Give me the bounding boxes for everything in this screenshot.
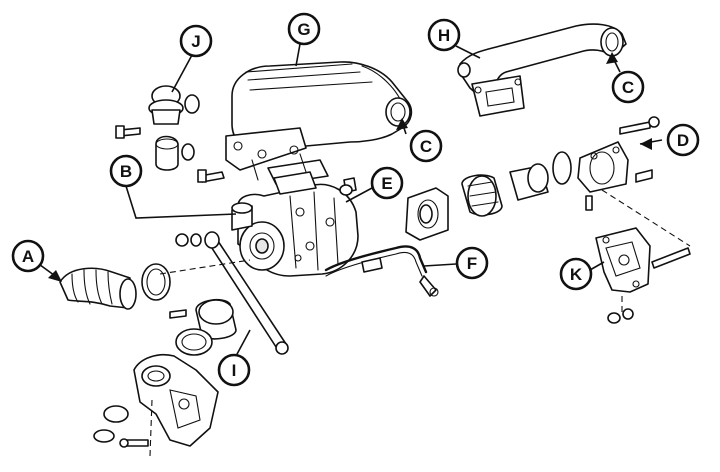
leader-lines xyxy=(35,43,691,457)
svg-text:C: C xyxy=(420,137,432,156)
callout-b: B xyxy=(109,154,143,188)
part-h-crossover-pipe xyxy=(457,23,627,117)
part-g-intercooler xyxy=(225,61,413,185)
part-e-turbocharger xyxy=(231,171,359,277)
part-lower-elbow xyxy=(93,354,219,448)
svg-text:H: H xyxy=(438,26,450,45)
callout-e: E xyxy=(370,166,404,200)
svg-text:D: D xyxy=(677,131,689,150)
leader-b xyxy=(125,185,237,219)
svg-text:K: K xyxy=(570,265,583,284)
callout-c: C xyxy=(409,129,443,163)
svg-text:J: J xyxy=(191,32,200,51)
part-a-hose xyxy=(59,267,137,310)
part-k-bracket xyxy=(595,227,691,324)
callout-j: J xyxy=(179,24,213,58)
svg-text:E: E xyxy=(381,174,392,193)
leader-k xyxy=(589,261,605,271)
callout-k: K xyxy=(559,257,593,291)
svg-text:I: I xyxy=(232,361,237,380)
svg-text:G: G xyxy=(297,20,310,39)
svg-text:A: A xyxy=(22,247,34,266)
callout-g: G xyxy=(287,12,321,46)
leader-f xyxy=(423,263,457,267)
svg-text:C: C xyxy=(622,78,634,97)
callout-h: H xyxy=(427,18,461,52)
callout-d: D xyxy=(666,123,700,157)
part-i-support-rod xyxy=(175,231,289,355)
svg-text:B: B xyxy=(120,162,132,181)
leader-e xyxy=(345,187,373,203)
callout-i: I xyxy=(217,353,251,387)
leader-i xyxy=(235,329,251,357)
leader-g xyxy=(295,43,301,67)
part-f-oil-line xyxy=(324,245,439,297)
callout-f: F xyxy=(455,246,489,280)
part-left-clamps xyxy=(141,263,237,356)
part-center-hose-rings xyxy=(339,116,660,241)
leader-j xyxy=(171,54,193,93)
callout-a: A xyxy=(11,239,45,273)
callout-c: C xyxy=(611,70,645,104)
leader-h xyxy=(455,45,481,59)
svg-text:F: F xyxy=(467,254,477,273)
